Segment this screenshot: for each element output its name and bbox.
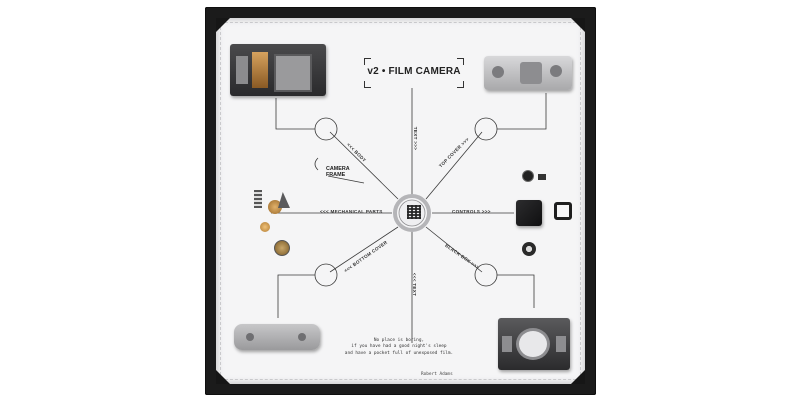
- branch-circle: [314, 263, 338, 287]
- spring-part: [254, 190, 262, 208]
- diagonal-line: [329, 131, 399, 200]
- control-knob: [522, 170, 534, 182]
- title-bracket: [364, 81, 371, 88]
- quote-author: Robert Adams: [421, 372, 453, 377]
- light-seal-box: [516, 200, 542, 226]
- corner-mount: [216, 370, 230, 384]
- camera-body-part: [230, 44, 326, 96]
- arrow-curve: [314, 157, 319, 171]
- corner-mount: [216, 18, 230, 32]
- shadow-box-frame: v2 • FILM CAMERA <<< BODY TOP COVER >>> …: [205, 7, 596, 395]
- lens-ring: [522, 242, 536, 256]
- rewind-knob: [492, 66, 504, 78]
- center-ring: [393, 194, 431, 232]
- title-bracket: [457, 58, 464, 65]
- bottom-cover-part: [234, 324, 320, 350]
- quote-line: No place is boring,: [373, 338, 425, 343]
- quote: No place is boring, if you have had a go…: [324, 338, 474, 357]
- screw-icon: [246, 333, 254, 341]
- viewfinder-frame: [554, 202, 572, 220]
- camera-frame-label: CAMERA FRAME: [326, 166, 350, 178]
- title-bracket: [364, 58, 371, 65]
- title-box: v2 • FILM CAMERA: [364, 58, 464, 88]
- label-text-bottom: <<< TEXT: [412, 272, 418, 297]
- mount-bracket: [502, 336, 512, 352]
- title-bracket: [457, 81, 464, 88]
- page-title: v2 • FILM CAMERA: [367, 66, 461, 77]
- corner-mount: [571, 370, 585, 384]
- prism-housing: [520, 62, 542, 84]
- mirror-box-part: [498, 318, 570, 370]
- lens-mount: [516, 328, 550, 360]
- qr-code: [407, 205, 421, 219]
- control-button: [538, 174, 546, 180]
- label-mechanical-parts: <<< MECHANICAL PARTS: [320, 209, 383, 214]
- camera-frame-line2: FRAME: [326, 172, 346, 179]
- mount-bracket: [556, 336, 566, 352]
- camera-frame-line1: CAMERA: [326, 166, 350, 172]
- gear-part: [274, 240, 290, 256]
- shutter-dial: [550, 65, 562, 77]
- branch-circle: [314, 117, 338, 141]
- diagonal-line: [425, 131, 483, 200]
- arrow-line: [327, 175, 365, 184]
- leader-line: [497, 93, 547, 130]
- gear-part: [260, 222, 270, 232]
- leader-line: [275, 98, 315, 130]
- gear-assembly: [252, 52, 268, 88]
- gear-part: [268, 200, 282, 214]
- label-controls: CONTROLS >>>: [452, 209, 491, 214]
- diagonal-line: [425, 226, 483, 273]
- shutter-window: [274, 54, 312, 92]
- branch-circle: [474, 117, 498, 141]
- film-chamber: [236, 56, 248, 84]
- diagonal-line: [329, 226, 399, 273]
- corner-mount: [571, 18, 585, 32]
- display-board: v2 • FILM CAMERA <<< BODY TOP COVER >>> …: [216, 18, 585, 384]
- quote-line: and have a pocket full of unexposed film…: [344, 350, 454, 356]
- leader-line: [497, 274, 535, 308]
- quote-line: if you have had a good night's sleep: [351, 344, 447, 350]
- screw-icon: [298, 333, 306, 341]
- leader-line: [277, 274, 315, 318]
- top-cover-part: [484, 56, 572, 90]
- label-text-top: TEXT >>>: [413, 126, 419, 151]
